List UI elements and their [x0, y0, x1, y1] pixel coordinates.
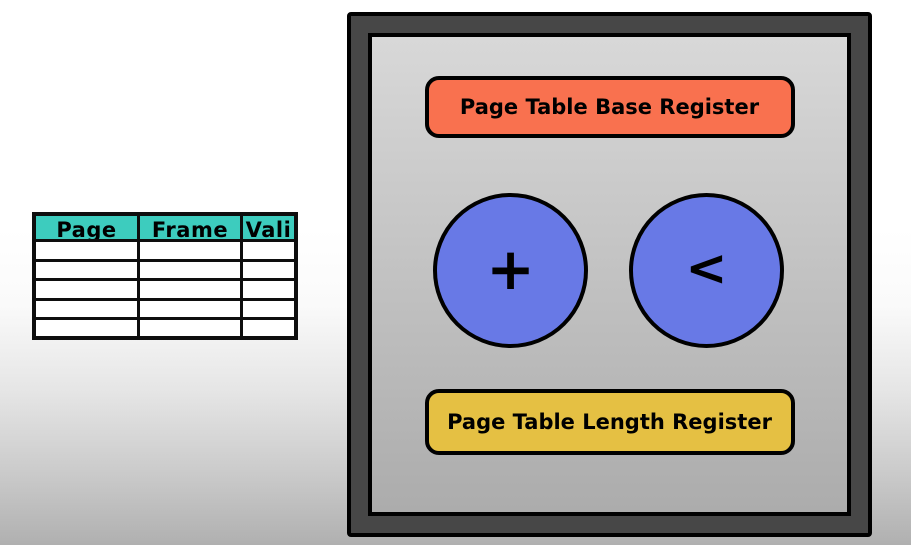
page-table-cell — [32, 297, 140, 320]
page-table-header-page: Page — [32, 212, 140, 242]
page-table-body — [32, 239, 298, 340]
page-table-length-register: Page Table Length Register — [424, 389, 795, 455]
page-table-base-register-label: Page Table Base Register — [459, 95, 760, 119]
plus-icon: + — [486, 234, 535, 303]
comparator-circle: < — [629, 193, 784, 348]
page-table-cell — [32, 317, 140, 340]
page-table-cell — [137, 278, 243, 301]
page-table-header-frame: Frame — [137, 212, 243, 242]
page-table-cell — [32, 278, 140, 301]
page-table-header-frame-label: Frame — [151, 218, 229, 239]
page-table-cell — [137, 317, 243, 340]
page-table-cell — [240, 258, 298, 281]
page-table-header-valid: Vali — [240, 212, 298, 242]
page-table: Page Frame Vali — [32, 212, 298, 340]
page-table-row — [32, 278, 298, 301]
page-table-cell — [240, 278, 298, 301]
page-table-header: Page Frame Vali — [32, 212, 298, 242]
page-table-row — [32, 317, 298, 340]
page-table-header-row: Page Frame Vali — [32, 212, 298, 242]
page-table-base-register: Page Table Base Register — [424, 76, 795, 138]
page-table-header-page-label: Page — [56, 218, 117, 239]
page-table-cell — [240, 317, 298, 340]
page-table-cell — [32, 239, 140, 262]
page-table-cell — [240, 297, 298, 320]
page-table-cell — [137, 239, 243, 262]
page-table-header-valid-label: Vali — [245, 218, 292, 239]
mmu-panel: Page Table Base Register + < Page Table … — [368, 33, 851, 516]
page-table-row — [32, 297, 298, 320]
page-table-cell — [240, 239, 298, 262]
page-table-row — [32, 258, 298, 281]
mmu-box: Page Table Base Register + < Page Table … — [347, 12, 872, 537]
page-table-cell — [137, 258, 243, 281]
page-table-length-register-label: Page Table Length Register — [447, 410, 772, 434]
less-than-icon: < — [685, 238, 728, 297]
page-table-cell — [137, 297, 243, 320]
page-table-row — [32, 239, 298, 262]
adder-circle: + — [433, 193, 588, 348]
page-table-cell — [32, 258, 140, 281]
